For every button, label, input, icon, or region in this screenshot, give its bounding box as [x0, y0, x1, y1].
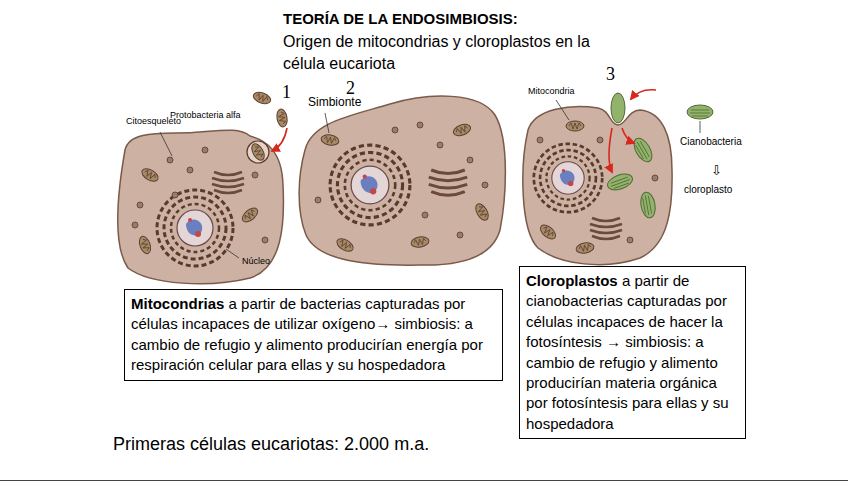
arrow-symbol: ⇩ — [711, 164, 722, 179]
text-box: Cloroplastosa partir de cianobacterias c… — [519, 266, 746, 439]
box-text: a partir de cianobacterias capturadas po… — [526, 272, 729, 432]
step-number: 1 — [282, 82, 291, 103]
part-label: cloroplasto — [684, 184, 732, 196]
part-label: Simbionte — [308, 96, 361, 110]
diagram-title: TEORÍA DE LA ENDOSIMBIOSIS: — [283, 10, 518, 27]
step-number: 3 — [606, 64, 615, 85]
box-heading: Cloroplastos — [526, 272, 618, 289]
text-box: Mitocondriasa partir de bacterias captur… — [124, 289, 503, 381]
part-label: Citoesqueleto — [126, 116, 181, 126]
box-heading: Mitocondrias — [131, 295, 224, 312]
subtitle: Origen de mitocondrias y cloroplastos en… — [283, 31, 593, 75]
part-label: Núcleo — [242, 256, 270, 266]
part-label: Cianobacteria — [680, 136, 742, 148]
note: Primeras células eucariotas: 2.000 m.a. — [113, 434, 429, 455]
part-label: Mitocondria — [528, 86, 575, 96]
